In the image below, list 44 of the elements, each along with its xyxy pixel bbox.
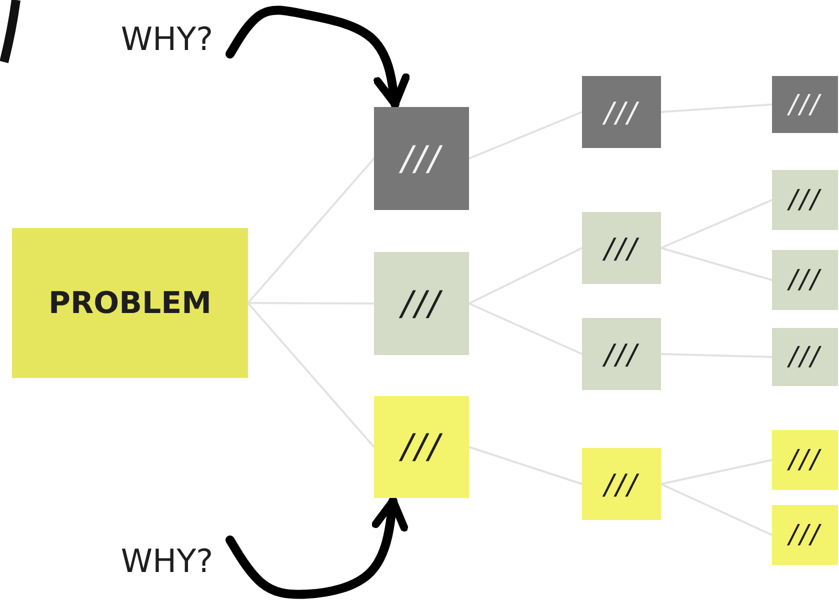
cause-box (374, 107, 469, 210)
box-label: /// (788, 520, 822, 550)
connector-line (468, 446, 583, 485)
cause-box (772, 430, 838, 490)
connector-line (247, 158, 375, 304)
box-label: /// (401, 284, 442, 324)
box-label: /// (604, 96, 639, 128)
curved-arrow (226, 496, 408, 599)
connector-line (660, 104, 773, 113)
question-text: WHY? (120, 20, 214, 58)
cause-box (772, 76, 838, 133)
box-label: /// (788, 445, 822, 475)
box-label: /// (788, 265, 822, 295)
connector-line (660, 483, 773, 536)
connector-line (468, 247, 583, 304)
box-label: /// (604, 468, 639, 500)
box-label: /// (604, 338, 639, 370)
box-label: PROBLEM (48, 286, 212, 320)
curved-arrow (226, 6, 410, 108)
box-label: /// (788, 90, 822, 120)
cause-box (374, 396, 469, 498)
cause-box (772, 505, 838, 565)
connector-line (660, 353, 773, 358)
cause-box (582, 318, 661, 390)
box-label: /// (401, 138, 442, 178)
connector-line (468, 111, 583, 160)
cause-box (374, 252, 469, 355)
cause-box (772, 250, 838, 310)
box-label: /// (788, 342, 822, 372)
connector-line (660, 199, 773, 249)
cause-box (582, 448, 661, 520)
box-label: /// (604, 232, 639, 264)
box-label: /// (401, 427, 442, 467)
connector-line (660, 459, 773, 485)
box-label: /// (788, 185, 822, 215)
cause-box (582, 212, 661, 284)
cause-box (582, 76, 661, 148)
cause-box (772, 170, 838, 230)
connector-line (660, 247, 773, 281)
question-text: WHY? (120, 542, 214, 580)
cause-box (772, 328, 838, 386)
connector-line (247, 302, 375, 448)
problem-box (12, 228, 248, 378)
connector-line (468, 302, 583, 355)
